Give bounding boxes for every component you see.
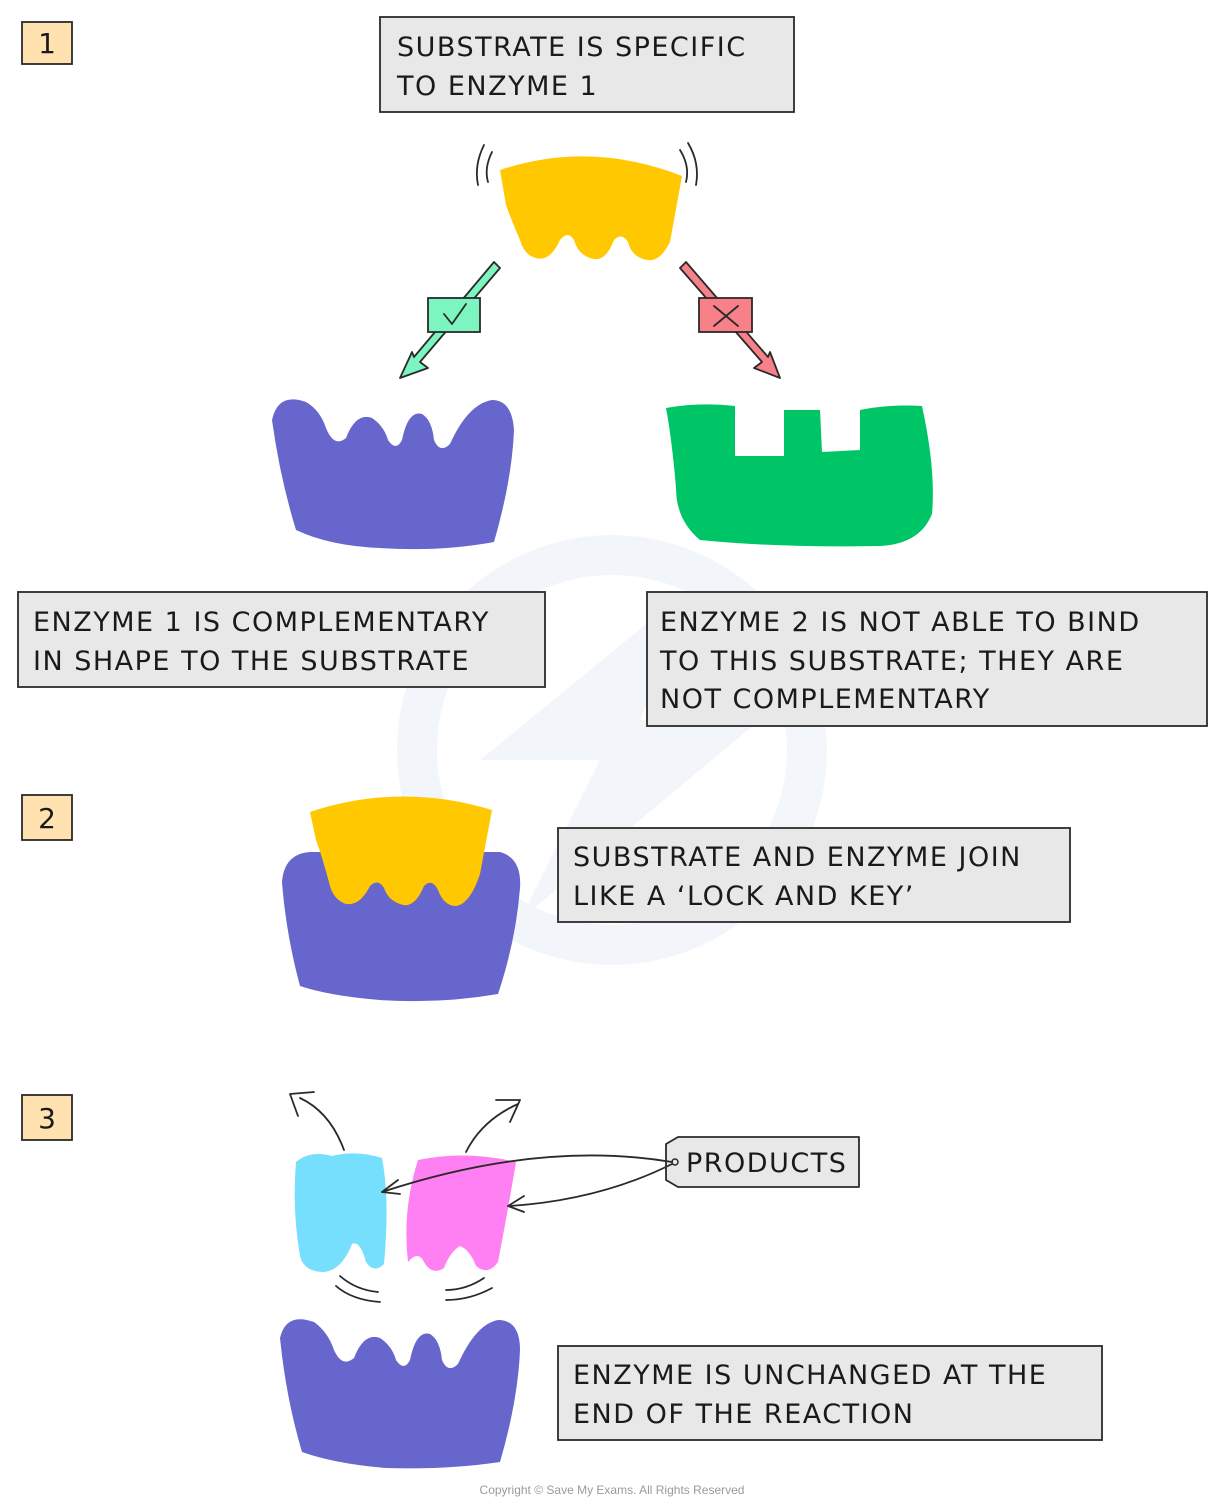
enzyme-2-shape — [666, 404, 933, 547]
step-badge-2: 2 — [21, 794, 73, 841]
unchanged-line-1: ENZYME IS UNCHANGED AT THE — [573, 1360, 1047, 1391]
tick-icon — [443, 303, 467, 325]
not-complementary-line-1: ENZYME 2 IS NOT ABLE TO BIND — [660, 607, 1141, 638]
lock-key-line-2: LIKE A ‘LOCK AND KEY’ — [573, 881, 915, 912]
step-1-label: 1 — [38, 27, 56, 60]
specific-line-2: TO ENZYME 1 — [396, 71, 598, 102]
unchanged-line-2: END OF THE REACTION — [573, 1399, 915, 1430]
enzyme-after-reaction-shape — [280, 1319, 520, 1469]
substrate-shape — [500, 156, 682, 261]
product-b-shape — [406, 1155, 516, 1271]
not-complementary-text-box: ENZYME 2 IS NOT ABLE TO BIND TO THIS SUB… — [646, 591, 1208, 727]
cross-icon — [713, 305, 739, 327]
copyright-notice: Copyright © Save My Exams. All Rights Re… — [480, 1483, 745, 1497]
vibration-marks-top — [475, 142, 698, 186]
complex-substrate-shape — [310, 796, 492, 906]
lock-key-text-box: SUBSTRATE AND ENZYME JOIN LIKE A ‘LOCK A… — [557, 827, 1071, 923]
specific-text-box: SUBSTRATE IS SPECIFIC TO ENZYME 1 — [379, 16, 795, 113]
vibration-marks-bottom — [335, 1275, 493, 1303]
unchanged-text-box: ENZYME IS UNCHANGED AT THE END OF THE RE… — [557, 1345, 1103, 1441]
products-tag: PRODUCTS — [381, 1136, 860, 1213]
product-release-arrows — [289, 1091, 521, 1153]
product-a-shape — [294, 1153, 387, 1272]
specific-line-1: SUBSTRATE IS SPECIFIC — [397, 32, 747, 63]
step-badge-1: 1 — [21, 21, 73, 65]
step-2-label: 2 — [38, 802, 56, 835]
products-tag-label: PRODUCTS — [686, 1148, 847, 1179]
lock-key-line-1: SUBSTRATE AND ENZYME JOIN — [573, 842, 1022, 873]
cross-arrow — [679, 261, 781, 379]
not-complementary-line-2: TO THIS SUBSTRATE; THEY ARE — [659, 646, 1124, 677]
watermark-logo — [397, 535, 827, 965]
not-complementary-line-3: NOT COMPLEMENTARY — [660, 684, 991, 715]
step-badge-3: 3 — [21, 1094, 73, 1141]
complementary-text-box: ENZYME 1 IS COMPLEMENTARY IN SHAPE TO TH… — [17, 591, 546, 688]
tick-arrow — [399, 261, 501, 379]
enzyme-substrate-complex — [282, 796, 521, 1002]
step-3-label: 3 — [38, 1102, 56, 1135]
complementary-line-2: IN SHAPE TO THE SUBSTRATE — [33, 646, 470, 677]
complementary-line-1: ENZYME 1 IS COMPLEMENTARY — [33, 607, 490, 638]
enzyme-1-shape — [272, 399, 514, 550]
